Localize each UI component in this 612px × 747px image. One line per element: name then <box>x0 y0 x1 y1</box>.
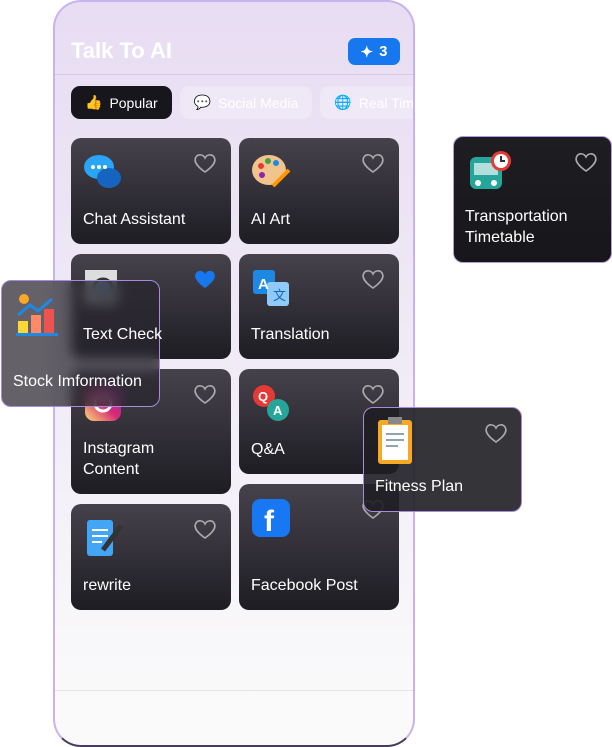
heart-icon[interactable] <box>361 268 385 290</box>
heart-icon[interactable] <box>193 152 217 174</box>
stock-chart-icon <box>16 294 58 336</box>
tab-popular[interactable]: 👍Popular <box>71 86 172 119</box>
document-pen-icon <box>87 520 123 556</box>
phone-frame: Talk To AI ✦ 3 👍Popular 💬Social Media 🌐R… <box>53 0 415 747</box>
bottom-divider <box>55 690 413 691</box>
floating-card-fitness[interactable]: Fitness Plan <box>363 407 522 512</box>
page-title: Talk To AI <box>71 38 173 63</box>
chat-icon: 💬 <box>193 94 212 110</box>
chat-bubbles-icon <box>84 155 121 188</box>
svg-text:A: A <box>258 276 269 293</box>
heart-icon[interactable] <box>361 152 385 174</box>
card-chat-assistant[interactable]: Chat Assistant <box>71 138 231 244</box>
svg-text:A: A <box>273 403 283 418</box>
svg-text:f: f <box>264 505 275 538</box>
palette-icon <box>252 155 291 188</box>
floating-card-stock[interactable]: Stock Imformation <box>1 280 160 407</box>
category-tabs: 👍Popular 💬Social Media 🌐Real Time <box>71 86 413 119</box>
globe-icon: 🌐 <box>334 94 352 110</box>
heart-icon[interactable] <box>361 383 385 405</box>
heart-icon[interactable] <box>193 518 217 540</box>
tab-social-media[interactable]: 💬Social Media <box>179 86 313 119</box>
thumbs-up-icon: 👍 <box>85 94 103 110</box>
qa-bubbles-icon: QA <box>253 385 289 421</box>
sparkle-icon: ✦ <box>360 43 374 61</box>
svg-text:Q: Q <box>258 389 268 404</box>
svg-text:文: 文 <box>273 289 286 304</box>
bus-clock-icon <box>470 151 511 189</box>
card-ai-art[interactable]: AI Art <box>239 138 399 244</box>
translate-icon: A文 <box>253 270 289 306</box>
floating-card-transportation[interactable]: Transportation Timetable <box>453 136 612 263</box>
divider <box>55 74 413 75</box>
card-facebook-post[interactable]: f Facebook Post <box>239 484 399 610</box>
tab-real-time[interactable]: 🌐Real Time <box>320 86 413 119</box>
heart-icon[interactable] <box>193 383 217 405</box>
credits-badge[interactable]: ✦ 3 <box>348 38 400 65</box>
facebook-icon: f <box>252 499 290 538</box>
heart-filled-icon[interactable] <box>193 268 217 290</box>
heart-icon[interactable] <box>574 151 598 173</box>
clipboard-icon <box>378 417 412 464</box>
card-rewrite[interactable]: rewrite <box>71 504 231 610</box>
heart-icon[interactable] <box>484 422 508 444</box>
